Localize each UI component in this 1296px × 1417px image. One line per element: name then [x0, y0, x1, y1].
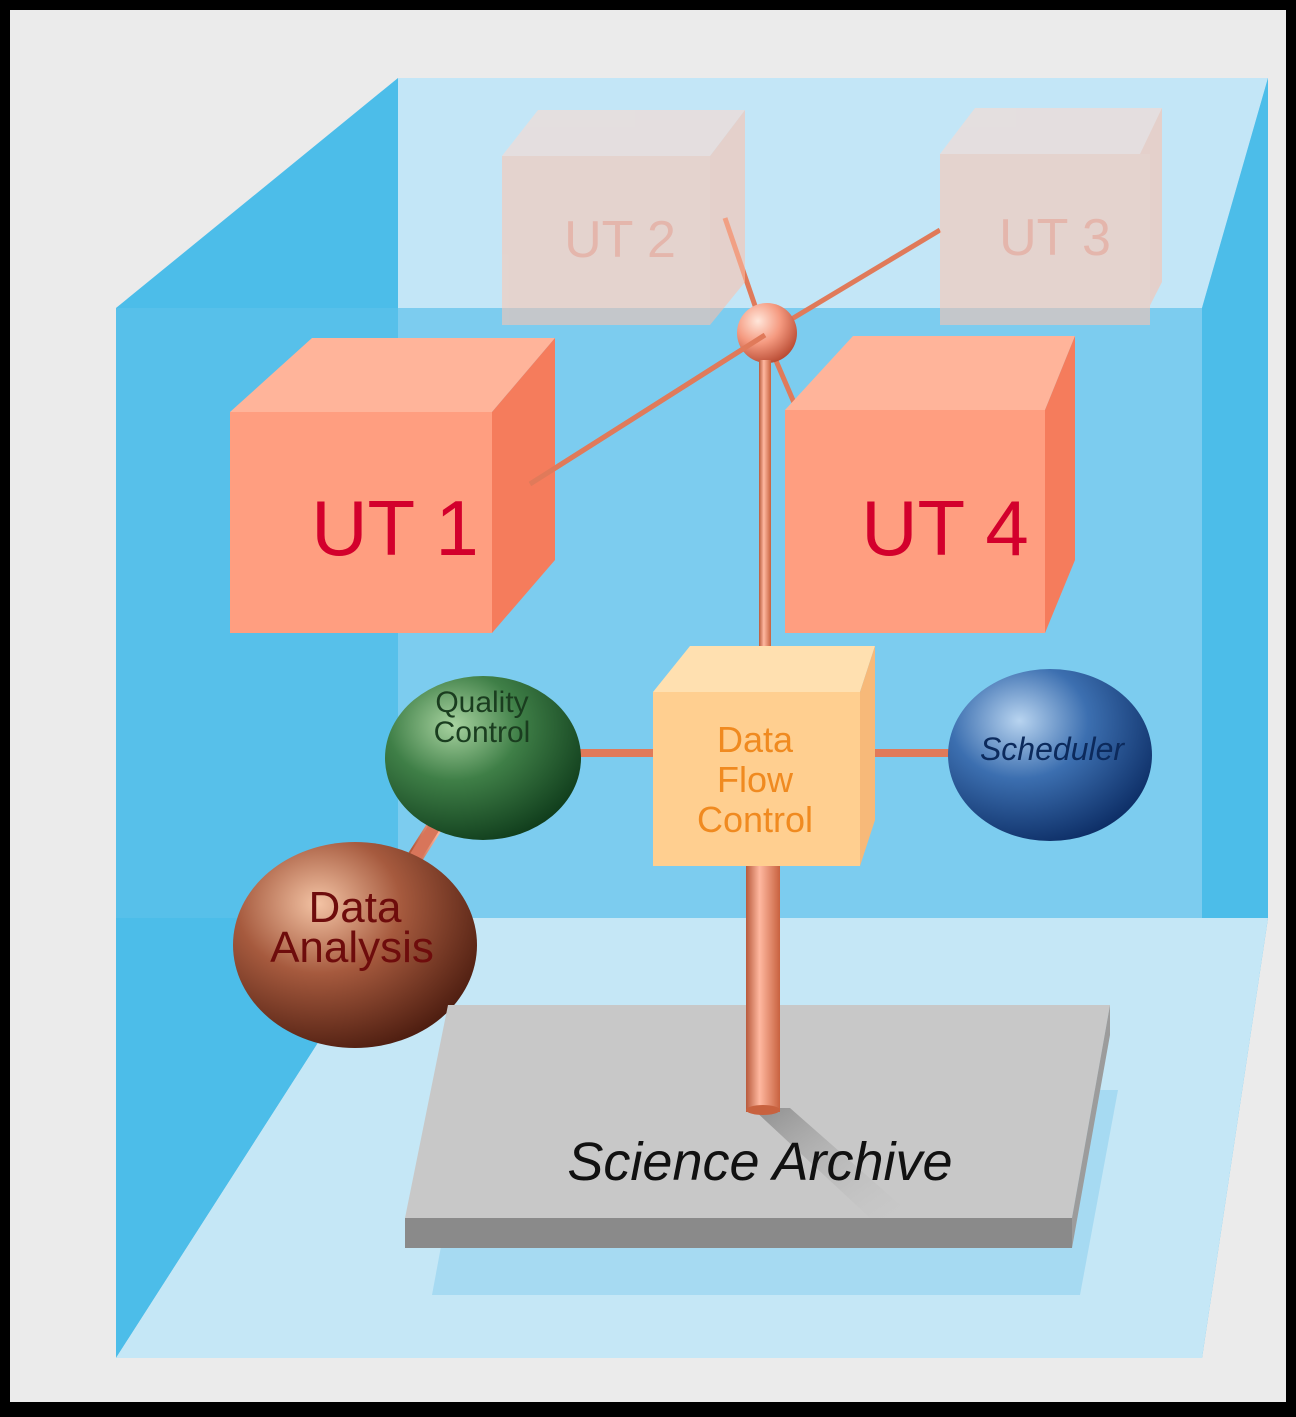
ut1-label: UT 1 [311, 484, 479, 572]
dfc-label-line2: Flow [717, 759, 794, 800]
science-archive-label: Science Archive [567, 1132, 952, 1192]
ut3-label: UT 3 [999, 209, 1111, 267]
dfc-label-line1: Data [717, 719, 794, 760]
scheduler-node: Scheduler [948, 669, 1152, 841]
ut2-label: UT 2 [564, 211, 676, 269]
quality-control-node: Quality Control [385, 676, 581, 840]
dfc-label-line3: Control [697, 799, 813, 840]
ut4-label: UT 4 [861, 484, 1029, 572]
link-qc-dfc [572, 749, 657, 757]
analysis-label-line1: Data [309, 883, 402, 932]
ut2-box: UT 2 [502, 110, 745, 325]
post-base [746, 1105, 780, 1115]
post-shadow [752, 1108, 915, 1218]
link-dfc-scheduler [862, 749, 954, 757]
post-hub-dfc-front [759, 360, 771, 660]
scheduler-label: Scheduler [980, 731, 1125, 767]
link-hub-ut3 [763, 227, 942, 338]
analysis-label-line2: Analysis [270, 923, 434, 972]
ut4-box: UT 4 [785, 336, 1075, 633]
post-dfc-archive [746, 866, 780, 1112]
data-analysis-node: Data Analysis [233, 842, 477, 1048]
link-hub-ut1-front [528, 332, 767, 487]
qc-label-line1: Quality [435, 686, 528, 719]
ut1-box: UT 1 [230, 338, 555, 633]
data-flow-control-box: Data Flow Control [653, 646, 875, 866]
hub-node [737, 303, 797, 363]
qc-label-line2: Control [434, 716, 531, 749]
ut3-box: UT 3 [940, 108, 1162, 325]
